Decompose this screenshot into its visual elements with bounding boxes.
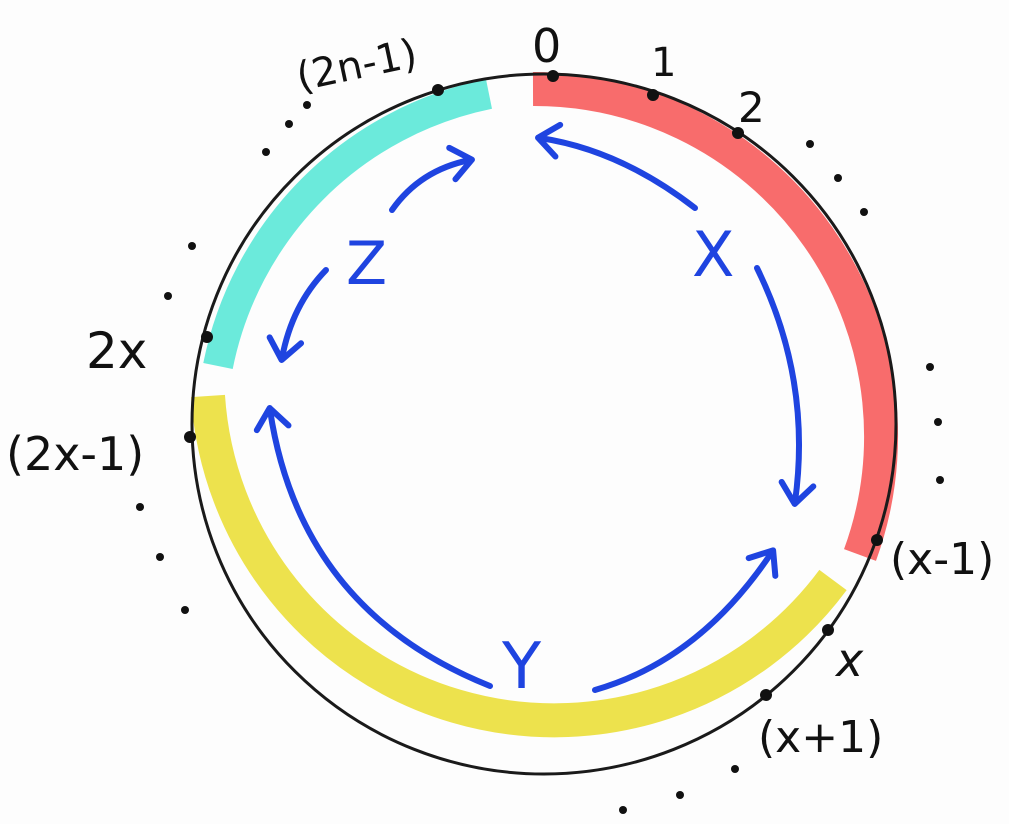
ellipsis-dots [136,101,944,814]
segment-y-letter: Y [501,630,542,704]
arrow-z-top [389,144,475,213]
label-zero: 0 [532,19,561,73]
arrow-x-start [535,121,698,211]
point-0 [547,70,559,82]
direction-arrows [253,121,817,693]
label-two: 2 [738,83,765,132]
label-2x: 2x [86,322,147,380]
point-x-plus-1 [760,689,772,701]
point-2x [201,331,213,343]
label-x-minus-1: (x-1) [890,534,994,585]
point-x-minus-1 [871,534,883,546]
segment-x-letter: X [692,218,734,291]
point-2x-minus-1 [184,431,196,443]
point-x [822,624,834,636]
point-1 [647,89,659,101]
point-last [432,84,444,96]
segment-x-arc [532,71,899,561]
main-circle [190,72,898,776]
arrow-y-left [253,405,493,689]
segment-z-letter: Z [346,229,387,299]
segment-y-arc [191,394,847,738]
label-one: 1 [651,40,676,86]
arrow-z-left [266,267,329,363]
label-x: x [834,633,864,687]
ring-points [184,70,883,701]
label-last: (2n-1) [292,30,421,100]
label-x-plus-1: (x+1) [758,712,883,763]
arrow-y-right [592,547,779,693]
arrow-x-end [754,265,817,507]
label-2x-minus-1: (2x-1) [6,427,144,481]
point-2 [732,127,744,139]
segment-z-arc [203,79,493,369]
